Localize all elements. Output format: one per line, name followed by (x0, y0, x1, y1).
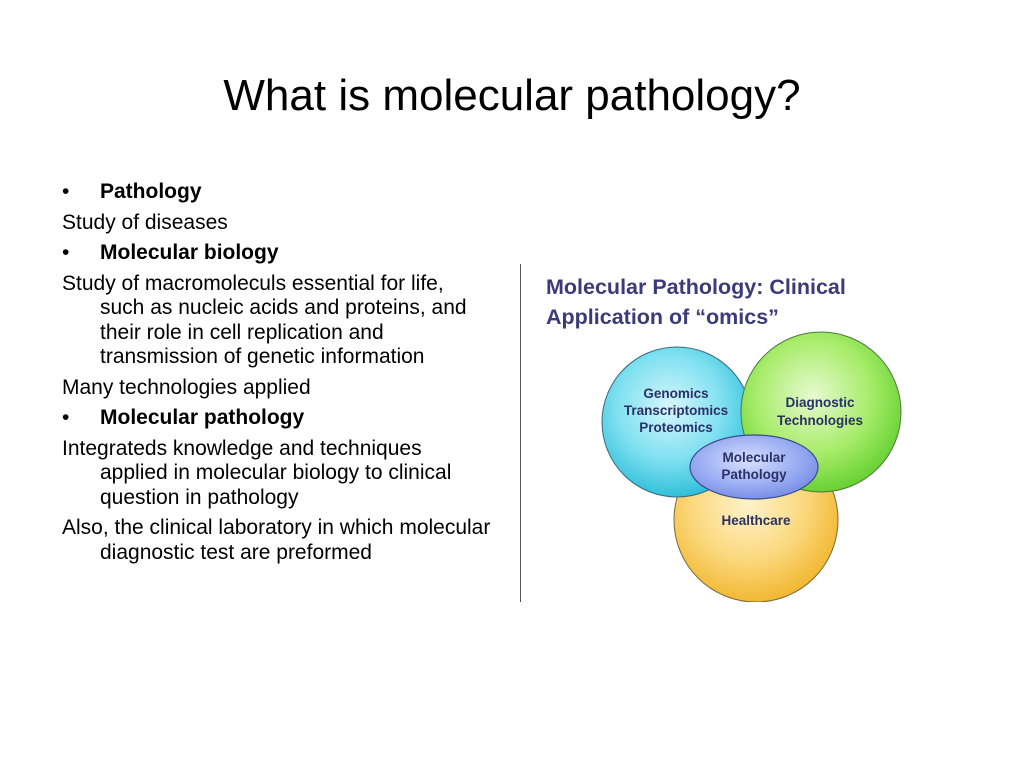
figure-title-line2: Application of “omics” (546, 305, 779, 329)
omics-label-transcriptomics: Transcriptomics (624, 403, 728, 418)
bullet-label: Molecular pathology (100, 406, 305, 429)
bullet-molecular-biology: • Molecular biology (62, 241, 492, 266)
bullet-pathology: • Pathology (62, 180, 492, 205)
divider-line (520, 264, 521, 602)
body-text: • Pathology Study of diseases • Molecula… (62, 180, 492, 571)
venn-diagram: Healthcare Genomics Transcriptomics Prot… (601, 331, 902, 602)
molecular-pathology-ellipse-shape (689, 434, 819, 500)
diagnostic-label-line2: Technologies (777, 413, 863, 428)
bullet-dot: • (62, 406, 70, 429)
figure-title-line1: Molecular Pathology: Clinical (546, 275, 846, 299)
omics-label-proteomics: Proteomics (639, 420, 713, 435)
bullet-dot: • (62, 180, 70, 203)
healthcare-label: Healthcare (721, 513, 791, 528)
bullet-molecular-pathology: • Molecular pathology (62, 406, 492, 431)
text-molecular-biology-definition: Study of macromoleculs essential for lif… (62, 271, 467, 369)
figure-title: Molecular Pathology: Clinical Applicatio… (546, 272, 966, 332)
text-pathology-definition: Study of diseases (62, 210, 228, 234)
circle-molecular-pathology: Molecular Pathology (689, 434, 819, 500)
molecular-pathology-label-line1: Molecular (722, 450, 786, 465)
text-technologies: Many technologies applied (62, 375, 311, 399)
slide-title: What is molecular pathology? (223, 71, 801, 120)
molecular-pathology-label-line2: Pathology (721, 467, 787, 482)
omics-label-genomics: Genomics (643, 386, 708, 401)
bullet-label: Molecular biology (100, 241, 279, 264)
venn-figure: Healthcare Genomics Transcriptomics Prot… (540, 262, 970, 602)
text-clinical-laboratory: Also, the clinical laboratory in which m… (62, 516, 491, 564)
bullet-dot: • (62, 241, 70, 264)
text-molecular-pathology-definition: Integrateds knowledge and techniques app… (62, 436, 452, 509)
diagnostic-label-line1: Diagnostic (785, 395, 855, 410)
bullet-label: Pathology (100, 180, 202, 203)
